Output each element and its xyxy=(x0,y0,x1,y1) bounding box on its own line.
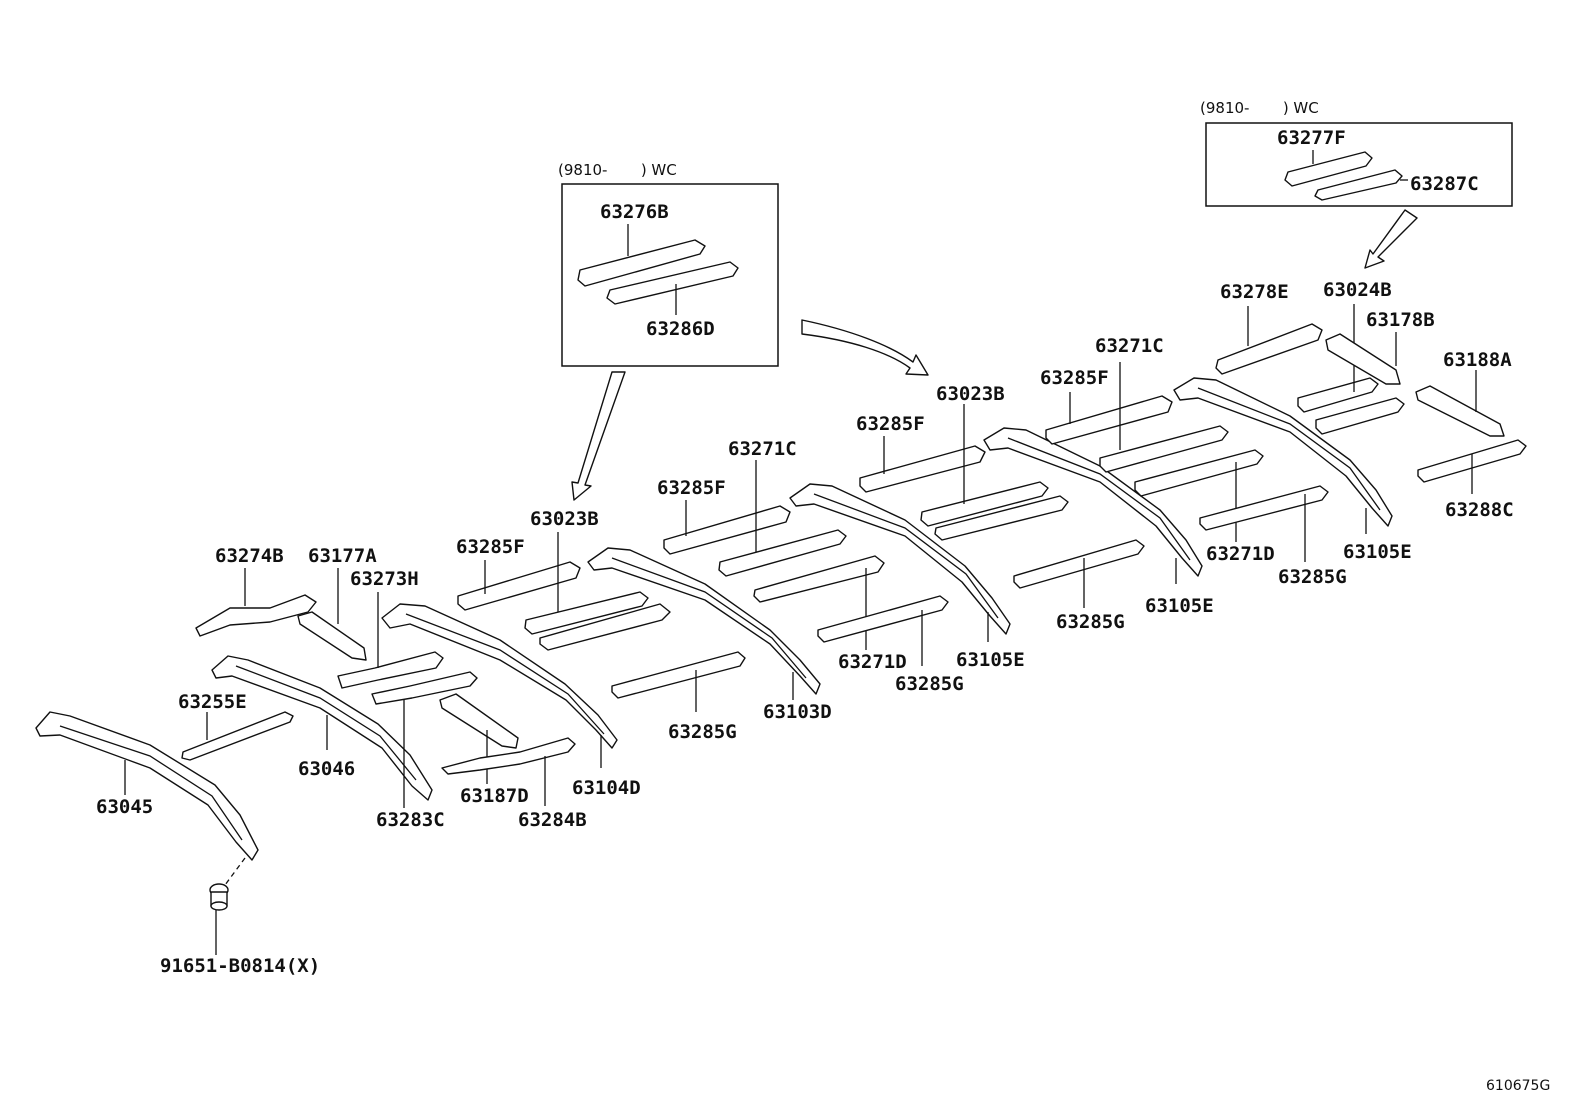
part-label-63273H[interactable]: 63273H xyxy=(350,568,419,590)
part-63104D[interactable] xyxy=(381,603,618,749)
part-63285G-2[interactable] xyxy=(817,595,949,643)
part-63285G-4[interactable] xyxy=(1199,485,1329,531)
part-label-63285F-2[interactable]: 63285F xyxy=(657,477,726,499)
part-label-63285F-4[interactable]: 63285F xyxy=(1040,367,1109,389)
inset-right-arrow xyxy=(1364,209,1418,269)
part-label-63045[interactable]: 63045 xyxy=(96,796,153,818)
part-label-63286D[interactable]: 63286D xyxy=(646,318,715,340)
part-63024B-a[interactable] xyxy=(1297,377,1379,413)
part-63285F-1[interactable] xyxy=(457,561,581,611)
part-63285G-1[interactable] xyxy=(611,651,746,699)
part-label-63105E-2[interactable]: 63105E xyxy=(1145,595,1214,617)
part-label-63271D-2[interactable]: 63271D xyxy=(1206,543,1275,565)
part-label-63284B[interactable]: 63284B xyxy=(518,809,587,831)
part-label-63046[interactable]: 63046 xyxy=(298,758,355,780)
part-63178B[interactable] xyxy=(1325,333,1401,385)
clip-91651[interactable] xyxy=(209,883,229,911)
inset-left-box xyxy=(561,183,779,367)
part-label-63024B[interactable]: 63024B xyxy=(1323,279,1392,301)
inset-left: (9810- ) WC 63276B 63286D xyxy=(558,161,779,367)
part-63283C[interactable] xyxy=(371,671,478,705)
part-63271D-1[interactable] xyxy=(753,555,885,603)
part-label-91651-B0814[interactable]: 91651-B0814(X) xyxy=(160,955,320,977)
part-63103D[interactable] xyxy=(587,547,821,695)
part-label-63277F[interactable]: 63277F xyxy=(1277,127,1346,149)
part-label-63104D[interactable]: 63104D xyxy=(572,777,641,799)
part-63188A[interactable] xyxy=(1415,385,1505,437)
part-63187D[interactable] xyxy=(439,693,519,749)
part-63273H[interactable] xyxy=(337,651,444,689)
part-label-63177A[interactable]: 63177A xyxy=(308,545,377,567)
part-label-63255E[interactable]: 63255E xyxy=(178,691,247,713)
part-63023B-1b[interactable] xyxy=(539,603,671,651)
part-label-63285G-3[interactable]: 63285G xyxy=(1056,611,1125,633)
part-label-63271C-2[interactable]: 63271C xyxy=(1095,335,1164,357)
part-63271C-2[interactable] xyxy=(1099,425,1229,473)
part-label-63103D[interactable]: 63103D xyxy=(763,701,832,723)
part-label-63023B-1[interactable]: 63023B xyxy=(530,508,599,530)
part-63177A[interactable] xyxy=(297,611,367,661)
curved-arrow xyxy=(801,319,929,376)
part-63276B[interactable] xyxy=(577,239,706,287)
part-63274B[interactable] xyxy=(195,594,317,637)
part-63255E[interactable] xyxy=(181,711,294,761)
part-63285F-4[interactable] xyxy=(1045,395,1173,445)
part-label-63023B-2[interactable]: 63023B xyxy=(936,383,1005,405)
part-63023B-2b[interactable] xyxy=(934,495,1069,541)
part-label-63285G-1[interactable]: 63285G xyxy=(668,721,737,743)
part-label-63105E-3[interactable]: 63105E xyxy=(1343,541,1412,563)
part-63023B-2a[interactable] xyxy=(920,481,1049,527)
part-63023B-1a[interactable] xyxy=(524,591,649,635)
part-63105E-1[interactable] xyxy=(789,483,1011,635)
inset-right-box xyxy=(1205,122,1513,207)
inset-left-note: (9810- ) WC xyxy=(558,161,677,179)
figure-code: 610675G xyxy=(1486,1078,1550,1094)
part-63271C-1[interactable] xyxy=(718,529,847,577)
part-63024B-b[interactable] xyxy=(1315,397,1405,435)
part-label-63285G-2[interactable]: 63285G xyxy=(895,673,964,695)
part-label-63188A[interactable]: 63188A xyxy=(1443,349,1512,371)
part-63278E[interactable] xyxy=(1215,323,1323,375)
part-63285F-3[interactable] xyxy=(859,445,986,493)
part-label-63187D[interactable]: 63187D xyxy=(460,785,529,807)
part-label-63285F-1[interactable]: 63285F xyxy=(456,536,525,558)
part-63105E-2[interactable] xyxy=(983,427,1203,577)
inset-left-arrow xyxy=(571,371,626,501)
part-63046[interactable] xyxy=(211,655,433,801)
part-63284B[interactable] xyxy=(441,737,576,775)
part-63105E-3[interactable] xyxy=(1173,377,1393,527)
inset-right-note: (9810- ) WC xyxy=(1200,99,1319,117)
part-label-63285G-4[interactable]: 63285G xyxy=(1278,566,1347,588)
part-label-63274B[interactable]: 63274B xyxy=(215,545,284,567)
inset-right: (9810- ) WC 63277F 63287C xyxy=(1200,99,1513,207)
part-63287C[interactable] xyxy=(1314,169,1403,201)
part-label-63105E-1[interactable]: 63105E xyxy=(956,649,1025,671)
part-63285F-2[interactable] xyxy=(663,505,791,555)
part-label-63287C[interactable]: 63287C xyxy=(1410,173,1479,195)
part-label-63283C[interactable]: 63283C xyxy=(376,809,445,831)
part-label-63271D-1[interactable]: 63271D xyxy=(838,651,907,673)
part-63271D-2[interactable] xyxy=(1134,449,1264,497)
part-label-63276B[interactable]: 63276B xyxy=(600,201,669,223)
part-label-63278E[interactable]: 63278E xyxy=(1220,281,1289,303)
part-63045[interactable] xyxy=(35,711,259,861)
part-label-63285F-3[interactable]: 63285F xyxy=(856,413,925,435)
part-label-63271C-1[interactable]: 63271C xyxy=(728,438,797,460)
part-63286D[interactable] xyxy=(606,261,739,305)
part-label-63288C[interactable]: 63288C xyxy=(1445,499,1514,521)
part-63277F[interactable] xyxy=(1284,151,1373,187)
part-63285G-3[interactable] xyxy=(1013,539,1145,589)
part-label-63178B[interactable]: 63178B xyxy=(1366,309,1435,331)
